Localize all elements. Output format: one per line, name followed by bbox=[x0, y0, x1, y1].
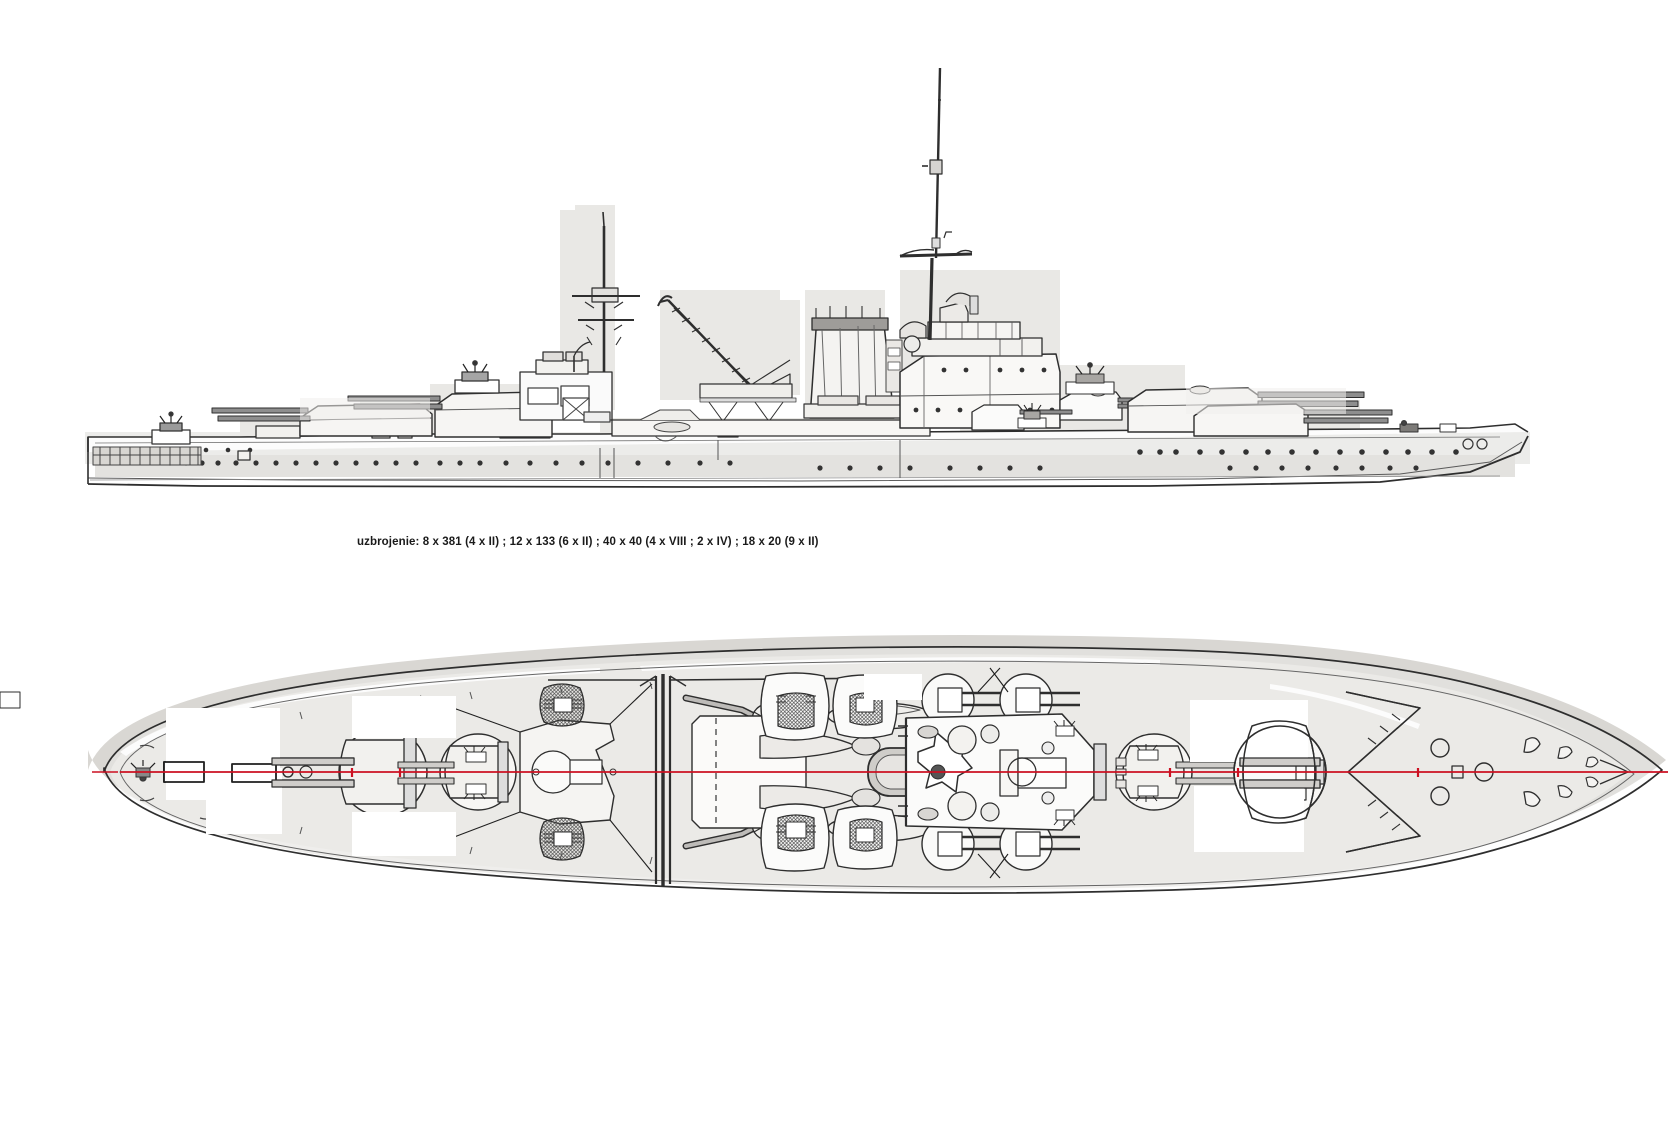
plan-svg bbox=[0, 635, 1668, 894]
profile-view bbox=[0, 0, 1668, 510]
pompom-octuple-aft bbox=[539, 683, 585, 861]
stern-aa-mount bbox=[151, 411, 191, 445]
midship-platforms bbox=[803, 395, 925, 419]
mainmast bbox=[572, 211, 640, 372]
profile-wash bbox=[300, 388, 1346, 420]
hull-detail-lines bbox=[599, 435, 901, 478]
pompom-on-turret bbox=[463, 746, 487, 800]
pompom-mounts-profile bbox=[1017, 362, 1115, 429]
forecastle-fittings bbox=[1399, 419, 1457, 433]
profile-svg bbox=[85, 67, 1530, 488]
porthole-row bbox=[147, 438, 1488, 471]
boat-deck bbox=[611, 409, 931, 437]
stern-railing bbox=[92, 446, 202, 466]
aircraft-crane bbox=[657, 295, 797, 421]
plan-view bbox=[0, 600, 1668, 960]
armament-caption: uzbrojenie: 8 x 381 (4 x II) ; 12 x 133 … bbox=[357, 536, 819, 548]
foremast bbox=[899, 67, 973, 341]
centreline-ticks bbox=[350, 768, 1420, 777]
plan-wear-patches bbox=[166, 674, 1308, 856]
secondary-outboard-plan bbox=[921, 667, 1080, 879]
